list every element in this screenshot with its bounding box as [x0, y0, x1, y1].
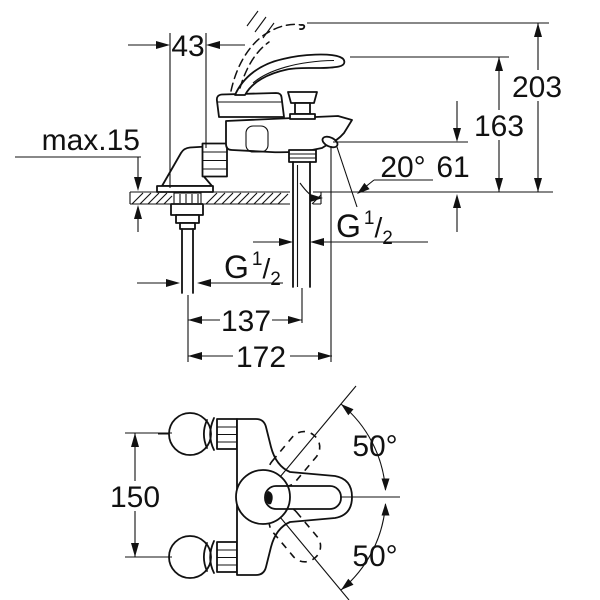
dim-172: 172: [188, 341, 332, 374]
dim-20deg-label: 20°: [380, 151, 425, 184]
dim-20deg: 20°: [299, 146, 433, 208]
spout-outlet: [321, 135, 339, 149]
cartridge-housing: [215, 92, 285, 118]
dim-max15-label: max.15: [42, 124, 140, 157]
dim-203: 203: [307, 22, 562, 192]
handle-dome: [235, 469, 291, 525]
side-dimensions: 43 max.15 203: [15, 22, 562, 374]
swing-angle: 50° 50°: [279, 385, 400, 600]
hose-connection-pipe: [288, 149, 317, 323]
dim-137-label: 137: [221, 305, 271, 338]
mounting-shank: [170, 192, 204, 230]
body-cavity-line: [245, 125, 269, 153]
dim-43: 43: [128, 30, 245, 188]
dim-61: 61: [333, 101, 470, 232]
lever-mark: [265, 491, 273, 505]
lever-handle: [234, 53, 346, 96]
dim-50deg-top-label: 50°: [352, 430, 397, 463]
dim-43-label: 43: [171, 30, 204, 63]
dim-137: 137: [188, 305, 302, 338]
base-flange: [156, 185, 214, 193]
dim-61-label: 61: [436, 151, 469, 184]
deck-section: [129, 191, 553, 205]
wall-union-top: [168, 412, 238, 456]
inlet-pipe: [181, 228, 194, 294]
dim-203-label: 203: [512, 71, 562, 104]
dim-172-label: 172: [236, 341, 286, 374]
wall-union-bottom: [168, 535, 238, 579]
front-view: 50° 50° 150: [110, 385, 400, 600]
diverter-knob: [287, 91, 318, 120]
dim-163-label: 163: [474, 110, 524, 143]
dim-max15: max.15: [15, 124, 142, 232]
dim-150: 150: [110, 432, 172, 558]
deck-hatching: [131, 192, 322, 205]
dim-50deg-bottom-label: 50°: [352, 540, 397, 573]
handle-raised-ghost: [230, 10, 306, 92]
inlet-union: [201, 142, 228, 178]
dim-150-label: 150: [110, 481, 160, 514]
dim-163: 163: [350, 56, 524, 192]
side-view: 43 max.15 203: [15, 10, 562, 374]
